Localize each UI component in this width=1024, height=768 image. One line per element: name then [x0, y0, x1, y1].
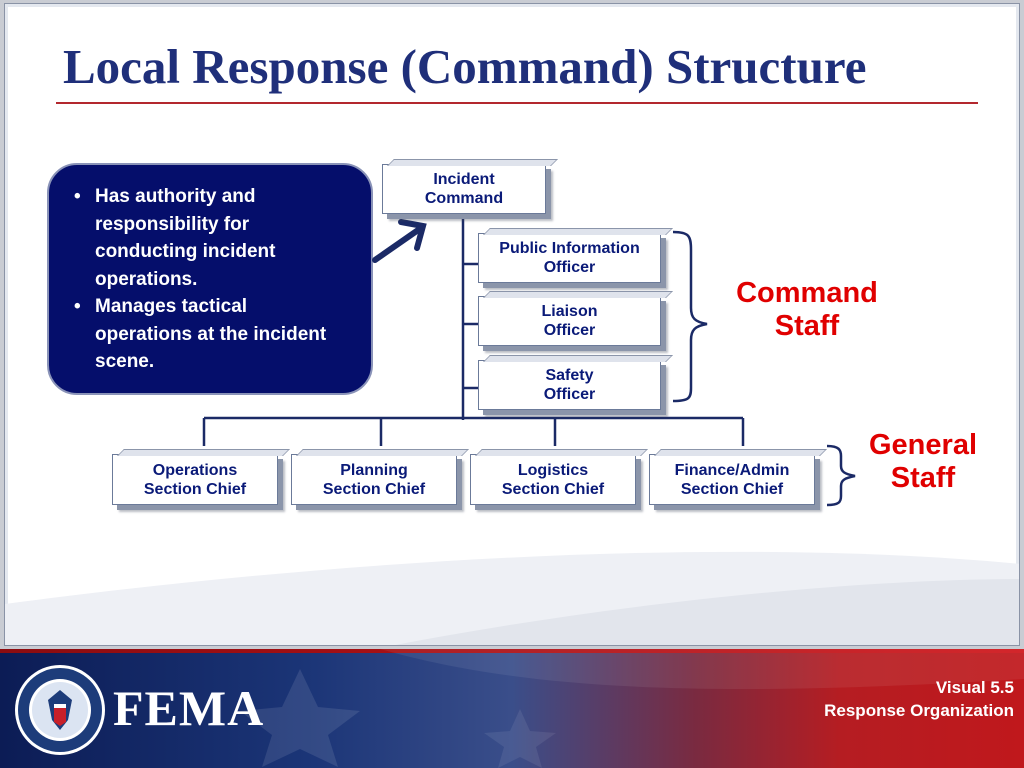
label-line2: Staff [774, 310, 840, 342]
callout-arrow [372, 219, 427, 263]
box-label-line2: Officer [543, 259, 596, 276]
title-divider [56, 102, 978, 104]
box-label-line2: Section Chief [501, 480, 605, 498]
label-line1: Command [736, 277, 878, 309]
general-staff-bracket [826, 444, 856, 507]
box-label-line1: Liaison [541, 303, 598, 320]
label-line2: Staff [890, 462, 956, 494]
footer-banner: FEMA Visual 5.5 Response Organization [0, 649, 1024, 768]
org-chart-connectors [202, 216, 856, 507]
command-staff-bracket [672, 230, 708, 403]
background-swoosh [5, 551, 1019, 645]
footer-accent-line [0, 649, 1024, 653]
fema-wordmark: FEMA [113, 680, 265, 736]
box-label-line2: Officer [543, 386, 596, 403]
label-line1: General [869, 429, 977, 461]
footer-star-decoration [240, 649, 1024, 768]
box-label-line1: Logistics [517, 461, 589, 479]
box-label-line1: Safety [545, 367, 594, 384]
page-title: Local Response (Command) Structure [63, 39, 867, 94]
box-label-line2: Command [424, 190, 504, 207]
callout-bullet: Manages tactical operations at the incid… [69, 293, 349, 376]
slide-canvas: Local Response (Command) Structure Has a… [4, 3, 1020, 646]
unit-title: Response Organization [824, 701, 1014, 720]
footer-slide-info: Visual 5.5 Response Organization [824, 676, 1014, 722]
box-label-line1: Finance/Admin [674, 461, 790, 479]
box-label-line1: Planning [340, 461, 408, 479]
box-label-line1: Public Information [499, 240, 640, 257]
visual-number: Visual 5.5 [935, 678, 1014, 697]
dhs-seal-logo [15, 665, 105, 755]
incident-command-callout: Has authority and responsibility for con… [47, 163, 373, 395]
box-label-line1: Incident [433, 171, 495, 188]
callout-bullet: Has authority and responsibility for con… [69, 183, 349, 293]
callout-bullet-list: Has authority and responsibility for con… [69, 183, 349, 376]
box-label-line2: Section Chief [322, 480, 426, 498]
box-label-line2: Section Chief [143, 480, 247, 498]
box-label-line1: Operations [152, 461, 238, 479]
box-label-line2: Section Chief [680, 480, 784, 498]
box-label-line2: Officer [543, 322, 596, 339]
